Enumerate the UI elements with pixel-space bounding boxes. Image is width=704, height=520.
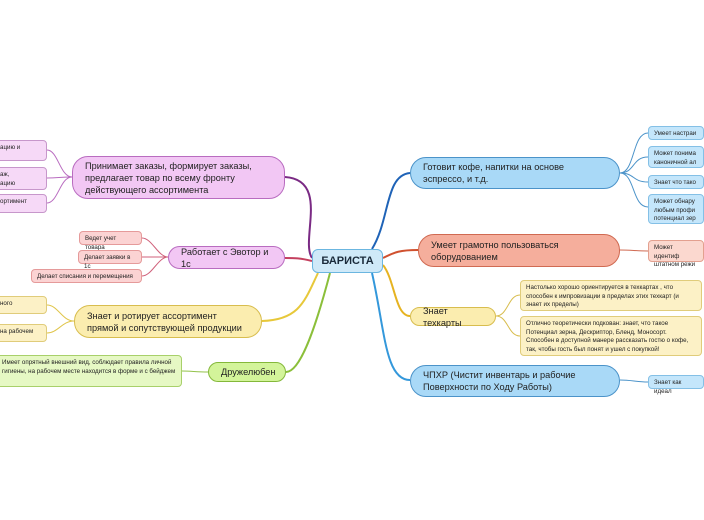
cleaning-subtopic-1[interactable]: Знает как идеал <box>648 375 704 395</box>
connector-orders <box>284 176 313 259</box>
branch-orders-label: Принимает заказы, формирует заказы, пред… <box>85 160 252 195</box>
connector-coffee <box>371 172 411 250</box>
connector-evotor <box>284 257 313 262</box>
branch-assortment[interactable]: Знает и ротирует ассортимент прямой и со… <box>74 305 262 338</box>
equipment-subtopic-1[interactable]: Может идентиф штатном режи <box>648 240 704 268</box>
connector-equipment <box>382 249 419 259</box>
connector-techcards <box>382 264 411 317</box>
branch-friendly-label: Дружелюбен <box>221 367 276 377</box>
orders-subtopic-2[interactable]: аж, ацию <box>0 167 47 190</box>
techcards-subtopic-2[interactable]: Отлично теоретически подкован: знает, чт… <box>520 316 702 356</box>
coffee-subtopic-4[interactable]: Может обнару любым профи потенциал зер <box>648 194 704 224</box>
branch-equipment-label: Умеет грамотно пользоваться оборудование… <box>431 239 559 262</box>
evotor-subtopic-3[interactable]: Делает списания и перемещения <box>31 269 142 283</box>
techcards-subtopic-1[interactable]: Настолько хорошо ориентируется в техкарт… <box>520 280 702 311</box>
assortment-subtopic-1[interactable]: ного <box>0 296 47 314</box>
branch-coffee-label: Готовит кофе, напитки на основе эспрессо… <box>423 162 564 184</box>
branch-techcards[interactable]: Знает техкарты <box>410 305 496 328</box>
branch-evotor[interactable]: Работает с Эвотор и 1с <box>168 246 285 269</box>
friendly-subtopic-1[interactable]: Имеет опрятный внешний вид, соблюдает пр… <box>0 355 182 387</box>
branch-assortment-label: Знает и ротирует ассортимент прямой и со… <box>87 310 242 333</box>
branch-orders[interactable]: Принимает заказы, формирует заказы, пред… <box>72 156 285 199</box>
evotor-subtopic-2[interactable]: Делает заявки в 1с <box>78 250 142 270</box>
branch-coffee[interactable]: Готовит кофе, напитки на основе эспрессо… <box>410 157 620 189</box>
branch-equipment[interactable]: Умеет грамотно пользоваться оборудование… <box>418 234 620 267</box>
orders-subtopic-3[interactable]: ортимент <box>0 194 47 213</box>
connector-cleaning <box>371 272 411 381</box>
orders-subtopic-1[interactable]: ацию и <box>0 140 47 161</box>
coffee-subtopic-3[interactable]: Знает что тако <box>648 175 704 189</box>
connector-friendly <box>285 272 331 373</box>
connector-assortment <box>261 272 319 322</box>
coffee-subtopic-2[interactable]: Может понима каноничной ал <box>648 146 704 168</box>
evotor-subtopic-1[interactable]: Ведет учет товара <box>79 231 142 251</box>
branch-evotor-label: Работает с Эвотор и 1с <box>181 246 269 269</box>
branch-friendly[interactable]: Дружелюбен <box>208 362 286 382</box>
branch-cleaning-label: ЧПХР (Чистит инвентарь и рабочие Поверхн… <box>423 370 576 392</box>
central-topic[interactable]: БАРИСТА <box>312 249 383 273</box>
coffee-subtopic-1[interactable]: Умеет настраи <box>648 126 704 140</box>
branch-techcards-label: Знает техкарты <box>423 305 462 328</box>
branch-cleaning[interactable]: ЧПХР (Чистит инвентарь и рабочие Поверхн… <box>410 365 620 397</box>
assortment-subtopic-2[interactable]: на рабочем <box>0 324 47 342</box>
